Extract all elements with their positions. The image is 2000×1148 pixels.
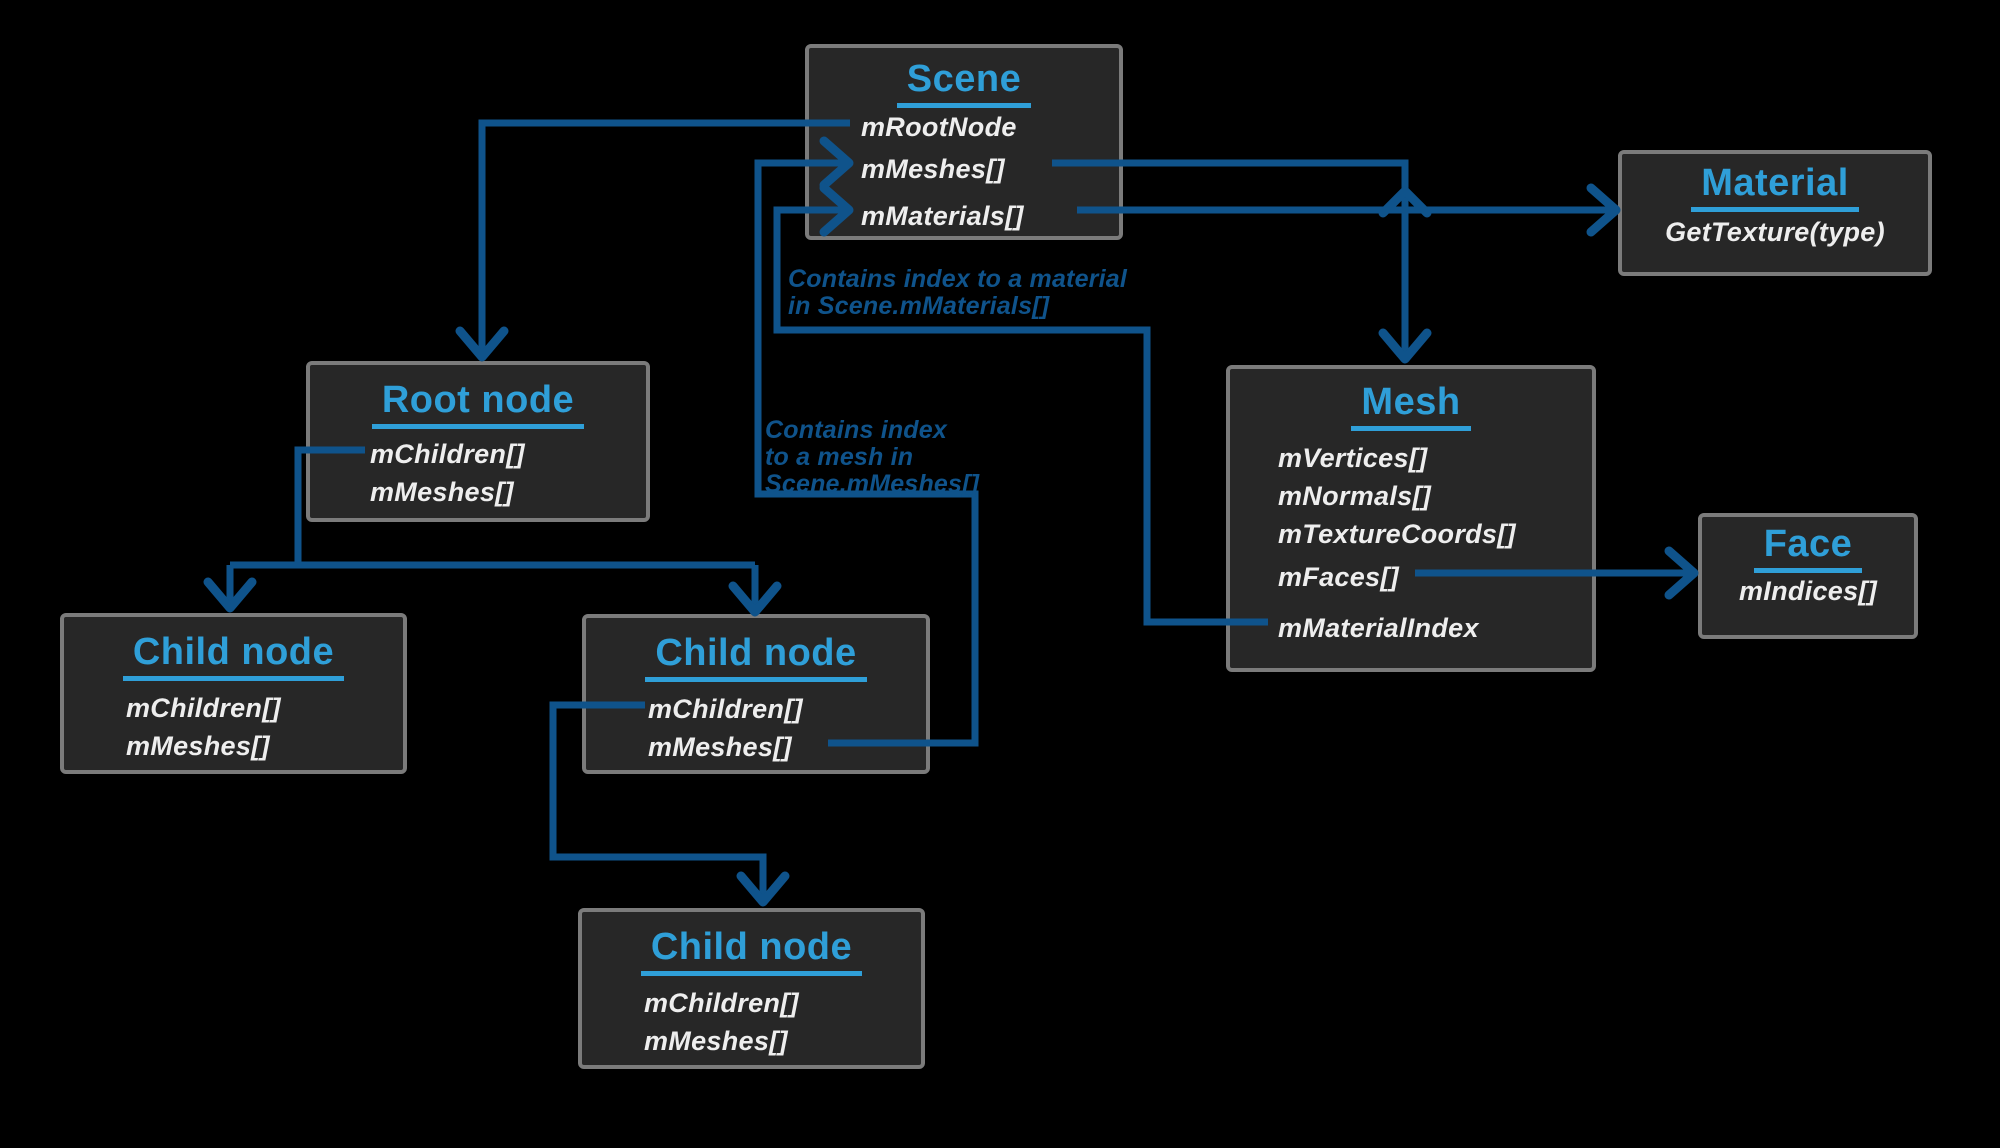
node-face: Face mIndices[] (1698, 513, 1918, 639)
node-mesh: Mesh mVertices[] mNormals[] mTextureCoor… (1226, 365, 1596, 672)
child3-member-mmeshes: mMeshes[] (644, 1026, 788, 1056)
face-member-mindices: mIndices[] (1738, 576, 1878, 606)
arrowhead-down-icon (1378, 328, 1432, 364)
root-node-title-text: Root node (371, 380, 585, 429)
annotation-mesh-index-line1: Contains index (765, 416, 947, 444)
mesh-member-mtexturecoords: mTextureCoords[] (1278, 519, 1516, 549)
arrowhead-down-icon (736, 871, 790, 907)
child1-member-mchildren: mChildren[] (126, 693, 281, 723)
connector-scene-mmaterials-to-material (1077, 183, 1621, 237)
child-node-1-members: mChildren[] mMeshes[] (64, 689, 403, 765)
node-scene: Scene mRootNode mMeshes[] mMaterials[] (805, 44, 1123, 240)
node-material: Material GetTexture(type) (1618, 150, 1932, 276)
material-title: Material (1622, 154, 1928, 212)
connector-mrootnode-to-root-node (455, 119, 850, 362)
crossing-hop-chevron-icon (1378, 186, 1432, 218)
arrowhead-down-icon (203, 577, 257, 613)
child-node-2-title: Child node (586, 618, 926, 690)
material-title-text: Material (1691, 163, 1859, 212)
arrowhead-right-icon (1586, 183, 1621, 237)
child3-member-mchildren: mChildren[] (644, 988, 799, 1018)
child-node-2-members: mChildren[] mMeshes[] (586, 690, 926, 766)
node-child-node-left: Child node mChildren[] mMeshes[] (60, 613, 407, 774)
annotation-mesh-index-line2: to a mesh in (765, 443, 914, 471)
child-node-3-title: Child node (582, 912, 921, 984)
mesh-member-mvertices: mVertices[] (1278, 443, 1428, 473)
node-child-node-bottom: Child node mChildren[] mMeshes[] (578, 908, 925, 1069)
scene-member-mmeshes: mMeshes[] (861, 154, 1005, 184)
child1-member-mmeshes: mMeshes[] (126, 731, 270, 761)
child-node-1-title: Child node (64, 617, 403, 689)
mesh-member-mmaterialindex: mMaterialIndex (1278, 613, 1479, 643)
annotation-material-index-line2: in Scene.mMaterials[] (788, 292, 1050, 320)
node-child-node-middle: Child node mChildren[] mMeshes[] (582, 614, 930, 774)
child2-member-mmeshes: mMeshes[] (648, 732, 792, 762)
annotation-mesh-index: Contains index to a mesh in Scene.mMeshe… (765, 417, 979, 498)
child-node-3-members: mChildren[] mMeshes[] (582, 984, 921, 1060)
mesh-title: Mesh (1230, 369, 1592, 439)
child-node-3-title-text: Child node (640, 927, 863, 976)
mesh-member-mnormals: mNormals[] (1278, 481, 1432, 511)
annotation-mesh-index-line3: Scene.mMeshes[] (765, 470, 980, 498)
connector-mesh-mmaterialindex-to-scene-mmaterials (773, 183, 1268, 626)
scene-member-mrootnode: mRootNode (861, 112, 1017, 142)
arrowhead-right-icon (1664, 546, 1699, 600)
annotation-material-index: Contains index to a material in Scene.mM… (788, 266, 1127, 320)
scene-title: Scene (809, 48, 1119, 108)
material-member-gettexture: GetTexture(type) (1665, 217, 1885, 247)
node-root-node: Root node mChildren[] mMeshes[] (306, 361, 650, 522)
scene-title-text: Scene (896, 59, 1032, 108)
root-node-members: mChildren[] mMeshes[] (310, 435, 646, 511)
root-member-mchildren: mChildren[] (370, 439, 525, 469)
child-node-1-title-text: Child node (122, 632, 345, 681)
arrowhead-down-icon (455, 326, 509, 362)
scene-members: mRootNode mMeshes[] mMaterials[] (809, 106, 1119, 237)
material-members: GetTexture(type) (1622, 210, 1928, 254)
face-members: mIndices[] (1702, 569, 1914, 613)
annotation-material-index-line1: Contains index to a material (788, 265, 1128, 293)
face-title-text: Face (1753, 524, 1863, 573)
scene-member-mmaterials: mMaterials[] (861, 201, 1024, 231)
child2-member-mchildren: mChildren[] (648, 694, 803, 724)
root-member-mmeshes: mMeshes[] (370, 477, 514, 507)
child-node-2-title-text: Child node (645, 633, 867, 682)
face-title: Face (1702, 517, 1914, 573)
mesh-members: mVertices[] mNormals[] mTextureCoords[] … (1230, 439, 1592, 647)
arrowhead-down-icon (728, 581, 782, 617)
mesh-title-text: Mesh (1351, 382, 1471, 431)
mesh-member-mfaces: mFaces[] (1278, 562, 1399, 592)
root-node-title: Root node (310, 365, 646, 435)
